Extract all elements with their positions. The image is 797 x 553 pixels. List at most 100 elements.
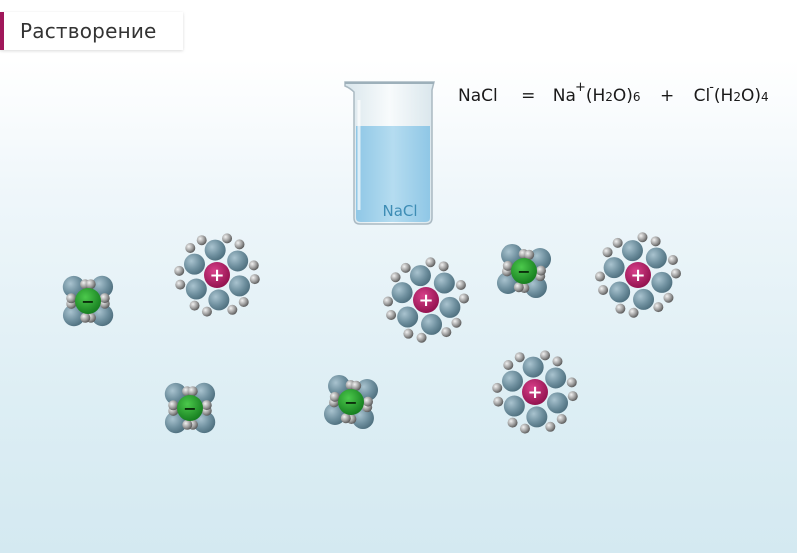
water-hydrogen: [351, 380, 362, 391]
water-oxygen: [621, 240, 643, 262]
water-hydrogen: [503, 359, 514, 370]
water-oxygen: [503, 395, 525, 417]
water-hydrogen: [552, 356, 563, 367]
hydrated-sodium-ion: +: [492, 350, 578, 434]
water-hydrogen: [201, 306, 212, 317]
water-hydrogen: [66, 293, 77, 304]
water-hydrogen: [653, 302, 664, 313]
plus-icon: +: [209, 265, 224, 286]
water-hydrogen: [174, 265, 185, 276]
eq-na-water-open: (H: [585, 86, 606, 106]
water-hydrogen: [222, 233, 233, 244]
water-hydrogen: [425, 257, 436, 268]
water-hydrogen: [383, 296, 394, 307]
eq-na-water-count: 6: [632, 90, 641, 104]
eq-na-water-close: O): [612, 86, 633, 106]
plus-icon: +: [418, 290, 433, 311]
eq-equals: =: [521, 86, 536, 106]
water-hydrogen: [238, 297, 249, 308]
water-oxygen: [208, 289, 230, 311]
water-hydrogen: [248, 260, 259, 271]
water-hydrogen: [386, 310, 397, 321]
water-oxygen: [391, 282, 413, 304]
chloride-ion: [511, 258, 537, 284]
water-hydrogen: [637, 232, 648, 243]
water-hydrogen: [556, 414, 567, 425]
water-oxygen: [433, 272, 455, 294]
water-oxygen: [229, 275, 251, 297]
water-hydrogen: [455, 279, 466, 290]
minus-icon: −: [344, 393, 357, 412]
water-oxygen: [204, 239, 226, 261]
chloride-ion: [338, 389, 364, 415]
water-oxygen: [397, 306, 419, 328]
water-hydrogen: [540, 350, 551, 361]
water-hydrogen: [80, 312, 91, 323]
beaker-solution: [356, 126, 430, 222]
water-oxygen: [227, 250, 249, 272]
water-hydrogen: [507, 417, 518, 428]
water-hydrogen: [441, 327, 452, 338]
eq-cl-water-count: 4: [761, 90, 769, 104]
eq-cl-water-sub: 2: [733, 90, 741, 104]
plus-icon: +: [630, 265, 645, 286]
water-hydrogen: [201, 400, 212, 411]
water-oxygen: [409, 265, 431, 287]
sodium-ion: [413, 287, 439, 313]
water-hydrogen: [187, 386, 198, 397]
eq-cl-water-open: (H: [713, 86, 734, 106]
water-oxygen: [421, 313, 443, 335]
water-oxygen: [526, 406, 548, 428]
water-hydrogen: [628, 307, 639, 318]
beaker-label: NaCl: [382, 202, 417, 220]
water-hydrogen: [227, 304, 238, 315]
water-hydrogen: [438, 261, 449, 272]
water-hydrogen: [535, 265, 546, 276]
chloride-ion: [177, 395, 203, 421]
water-hydrogen: [492, 382, 503, 393]
water-hydrogen: [514, 352, 525, 363]
water-oxygen: [633, 288, 655, 310]
water-hydrogen: [249, 274, 260, 285]
hydrated-chloride-ion: −: [496, 243, 552, 299]
hydrated-sodium-ion: +: [595, 232, 681, 318]
water-hydrogen: [400, 262, 411, 273]
eq-sodium-charge: +: [574, 80, 586, 95]
water-hydrogen: [595, 271, 606, 282]
water-hydrogen: [99, 293, 110, 304]
water-hydrogen: [513, 282, 524, 293]
eq-nacl: NaCl: [458, 86, 498, 106]
water-hydrogen: [602, 247, 613, 258]
water-hydrogen: [612, 237, 623, 248]
water-hydrogen: [168, 400, 179, 411]
water-hydrogen: [567, 391, 578, 402]
hydrated-chloride-ion: −: [164, 382, 216, 434]
water-hydrogen: [189, 300, 200, 311]
beaker: NaCl: [344, 81, 435, 225]
eq-plus: +: [659, 86, 675, 106]
water-hydrogen: [416, 332, 427, 343]
eq-chlorine: Cl: [693, 86, 711, 106]
water-hydrogen: [519, 423, 530, 434]
eq-sodium: Na: [552, 86, 576, 106]
water-hydrogen: [566, 377, 577, 388]
water-hydrogen: [650, 236, 661, 247]
water-hydrogen: [340, 413, 351, 424]
water-hydrogen: [451, 317, 462, 328]
water-hydrogen: [545, 421, 556, 432]
water-oxygen: [609, 281, 631, 303]
water-oxygen: [547, 392, 569, 414]
water-hydrogen: [663, 292, 674, 303]
sodium-ion: [522, 379, 548, 405]
water-hydrogen: [403, 328, 414, 339]
water-hydrogen: [329, 391, 340, 402]
water-oxygen: [651, 271, 673, 293]
title-panel: Растворение: [0, 12, 183, 50]
water-hydrogen: [667, 254, 678, 265]
water-hydrogen: [502, 260, 513, 271]
water-hydrogen: [670, 268, 681, 279]
minus-icon: −: [517, 262, 530, 281]
minus-icon: −: [81, 292, 94, 311]
water-oxygen: [522, 356, 544, 378]
hydrated-sodium-ion: +: [174, 233, 260, 317]
